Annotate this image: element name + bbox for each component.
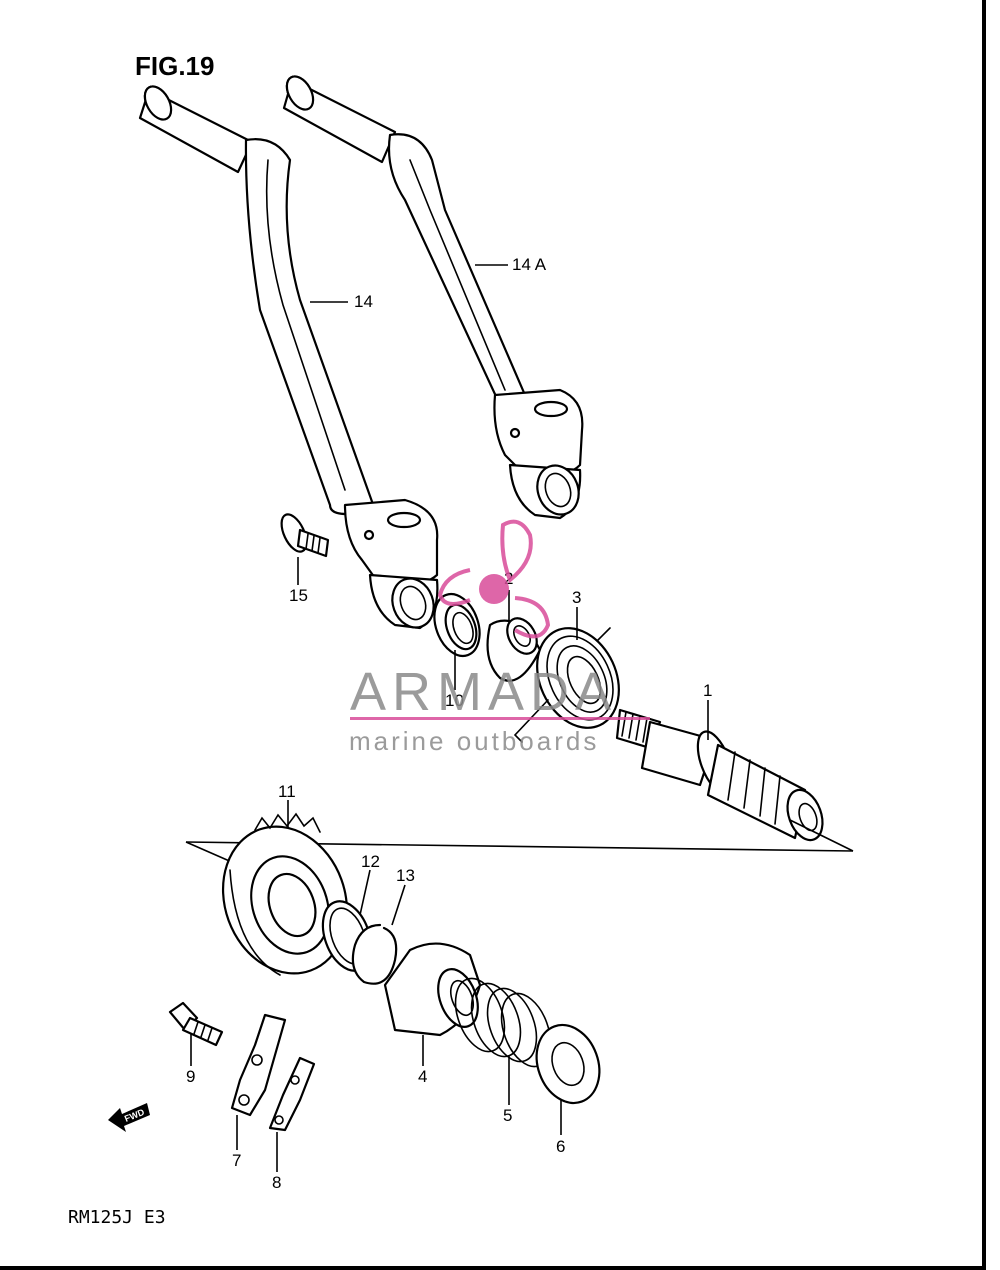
callout-7: 7 — [232, 1151, 241, 1170]
callout-1: 1 — [703, 681, 712, 700]
leader-lines — [190, 264, 709, 1172]
plate-8 — [268, 1056, 316, 1132]
callout-13: 13 — [396, 866, 415, 885]
callout-15: 15 — [289, 586, 308, 605]
watermark-tagline: marine outboards — [349, 726, 599, 756]
callout-4: 4 — [418, 1067, 427, 1086]
callout-11: 11 — [278, 782, 296, 801]
callout-14: 14 — [354, 292, 373, 311]
callout-10: 10 — [445, 691, 464, 710]
model-code: RM125J E3 — [68, 1207, 166, 1228]
callout-9: 9 — [186, 1067, 195, 1086]
armada-watermark: ARMADA marine outboards — [349, 519, 650, 756]
watermark-brand: ARMADA — [350, 662, 617, 722]
kick-shaft-1 — [615, 708, 824, 842]
kick-gear-11 — [221, 812, 349, 976]
oil-seal-10 — [433, 592, 481, 658]
circlip-13 — [351, 923, 398, 985]
page-border-bottom — [0, 1266, 986, 1270]
bolt-15 — [280, 513, 330, 558]
callout-8: 8 — [272, 1173, 281, 1192]
bolt-9 — [168, 1001, 224, 1047]
ratchet-4 — [383, 942, 482, 1037]
callout-14a: 14 A — [512, 255, 547, 274]
watermark-logo-icon — [437, 519, 551, 639]
callout-labels: 1 2 3 4 5 6 7 8 9 10 11 12 13 14 14 A 15 — [186, 255, 712, 1192]
callout-6: 6 — [556, 1137, 565, 1156]
kick-lever-14a — [282, 75, 584, 520]
plate-7 — [230, 1013, 287, 1117]
washer-6 — [535, 1023, 601, 1105]
page-border-right — [982, 0, 986, 1270]
callout-3: 3 — [572, 588, 581, 607]
callout-5: 5 — [503, 1106, 512, 1125]
spring-5 — [454, 977, 552, 1068]
callout-12: 12 — [361, 852, 380, 871]
figure-title: FIG.19 — [135, 51, 214, 81]
kick-lever-14 — [138, 85, 439, 630]
fwd-arrow-icon: FWD — [108, 1103, 150, 1132]
